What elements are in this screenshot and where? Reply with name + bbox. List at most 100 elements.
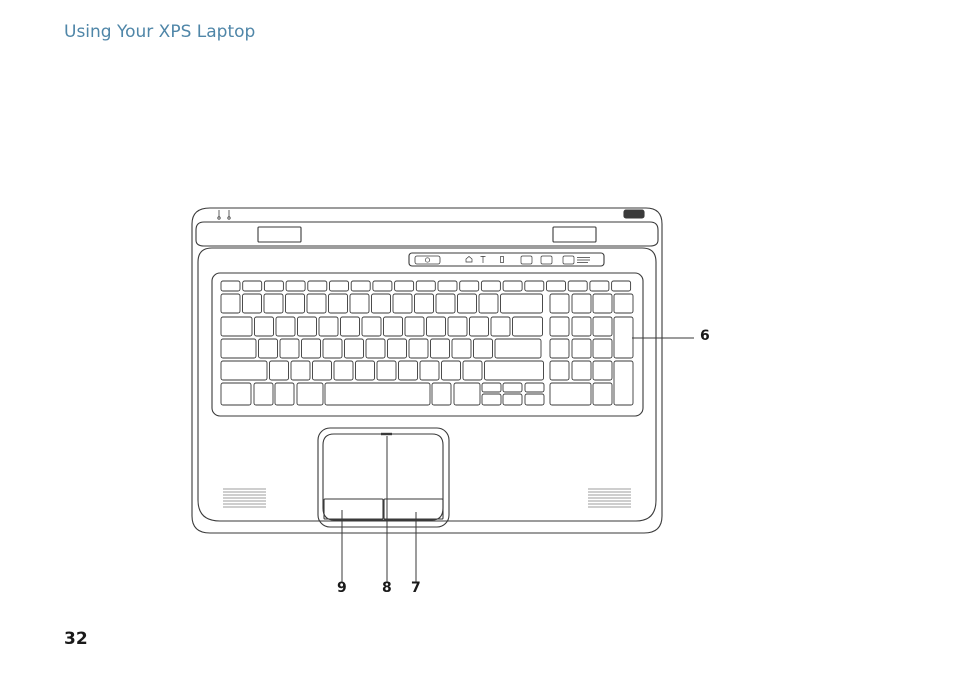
key [503,281,522,291]
key [572,294,591,313]
wireless-icon [481,256,486,263]
home-icon [466,257,472,263]
key [525,383,544,392]
key [452,339,471,358]
key [319,317,338,336]
key [427,317,446,336]
key [503,394,522,405]
key [612,281,631,291]
key [334,361,353,380]
key [432,383,451,405]
key [409,339,428,358]
key [221,383,251,405]
key [550,317,569,336]
key [308,281,327,291]
key [614,361,633,405]
key [420,361,439,380]
key [495,339,541,358]
key [593,383,612,405]
key [302,339,321,358]
xps-badge-icon [624,210,644,218]
key [291,361,310,380]
key [525,394,544,405]
key [254,383,273,405]
key [460,281,479,291]
key [448,317,467,336]
key [572,317,591,336]
key [270,361,289,380]
key [593,317,612,336]
key [482,394,501,405]
key [572,361,591,380]
touchpad-left-button [324,499,383,519]
key [221,317,252,336]
key [221,281,240,291]
key [259,339,278,358]
key [275,383,294,405]
widi-icon [563,256,574,264]
key [362,317,381,336]
key [405,317,424,336]
page-number: 32 [64,629,88,649]
key [438,281,457,291]
windows-mobility-icon [521,256,532,264]
key [221,294,240,313]
key [372,294,391,313]
key [491,317,510,336]
key [243,294,262,313]
key [503,383,522,392]
key [395,281,414,291]
touchpad-right-button [384,499,443,519]
key [470,317,489,336]
leader-lines [342,338,694,582]
speaker-left [223,489,266,507]
key [614,294,633,313]
key [479,294,498,313]
key [614,317,633,358]
key [280,339,299,358]
key [550,294,569,313]
power-icon [425,258,429,262]
hinge-left [258,227,301,242]
key [313,361,332,380]
key [550,339,569,358]
key [341,317,360,336]
key [297,383,323,405]
key [454,383,480,405]
key [384,317,403,336]
key [329,294,348,313]
key [482,383,501,392]
key [393,294,412,313]
callout-8: 8 [382,580,392,596]
key [323,339,342,358]
speaker-right [588,489,631,507]
key [547,281,566,291]
callout-6: 6 [700,328,710,344]
key [373,281,392,291]
key [474,339,493,358]
key [264,281,283,291]
key [221,339,256,358]
key [356,361,375,380]
key [415,294,434,313]
key [416,281,435,291]
audio-icon [541,256,552,264]
laptop-base-outline [192,208,662,533]
key [286,294,305,313]
key [550,361,569,380]
key [377,361,396,380]
key [442,361,461,380]
key [550,383,591,405]
key [593,339,612,358]
key [330,281,349,291]
power-button [415,256,440,264]
key [351,281,370,291]
callout-7: 7 [411,580,421,596]
key [568,281,587,291]
key [501,294,543,313]
key [593,294,612,313]
control-icons [425,256,590,264]
battery-icon [501,257,504,263]
key [513,317,543,336]
